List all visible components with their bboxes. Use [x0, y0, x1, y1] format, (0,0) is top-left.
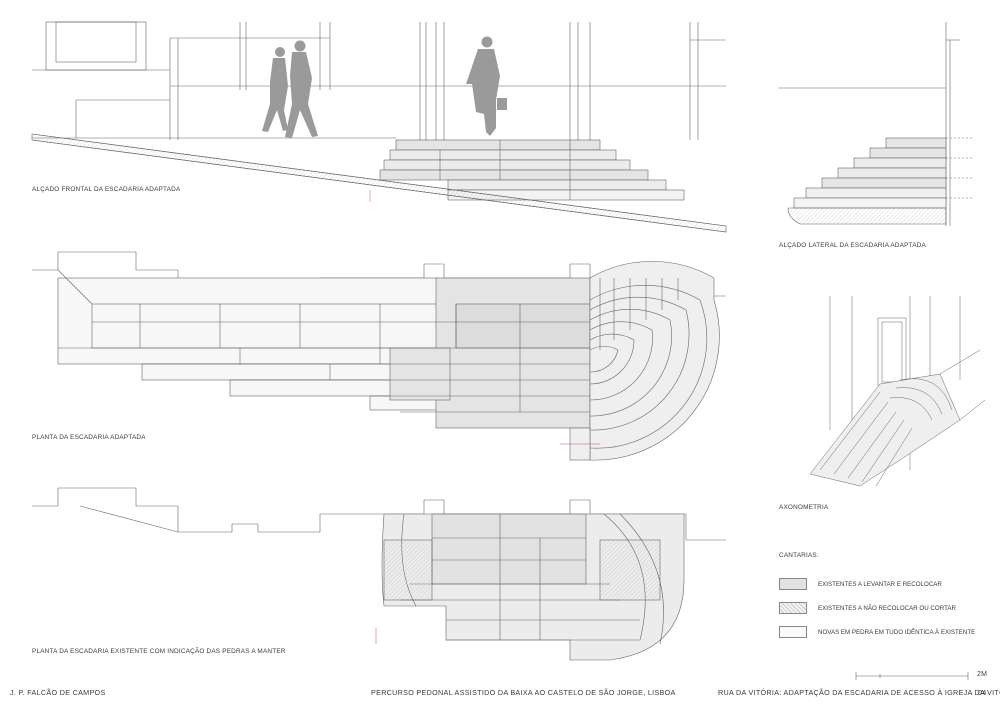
legend-item-label: NOVAS EM PEDRA EM TUDO IDÊNTICA À EXISTE…: [818, 629, 976, 636]
scale-label: 2M: [977, 671, 988, 678]
footer-sheet-title: RUA DA VITÓRIA: ADAPTAÇÃO DA ESCADARIA D…: [718, 688, 1000, 697]
legend-item-label: EXISTENTES A LEVANTAR E RECOLOCAR: [818, 581, 942, 588]
plan-adapted-label: PLANTA DA ESCADARIA ADAPTADA: [32, 434, 146, 441]
plan-adapted-drawing: [32, 251, 726, 461]
footer-project: PERCURSO PEDONAL ASSISTIDO DA BAIXA AO C…: [371, 688, 676, 697]
legend-title: CANTARIAS:: [779, 552, 819, 559]
footer-sheet-number: 04: [978, 688, 987, 697]
side-elevation-label: ALÇADO LATERAL DA ESCADARIA ADAPTADA: [779, 242, 927, 249]
side-elevation-drawing: [778, 22, 972, 226]
human-figures: [262, 36, 507, 138]
front-elevation-label: ALÇADO FRONTAL DA ESCADARIA ADAPTADA: [32, 186, 181, 193]
front-elevation-drawing: [31, 21, 727, 233]
footer-author: J. P. FALCÃO DE CAMPOS: [10, 688, 106, 697]
axonometry-drawing: [809, 296, 986, 487]
legend-swatch: [779, 626, 807, 638]
legend-swatch: [779, 602, 807, 614]
legend-item-label: EXISTENTES A NÃO RECOLOCAR OU CORTAR: [818, 605, 956, 612]
plan-existing-label: PLANTA DA ESCADARIA EXISTENTE COM INDICA…: [32, 648, 286, 655]
plan-existing-drawing: [32, 487, 726, 661]
legend-swatch: [779, 578, 807, 590]
scale-bar: [855, 672, 969, 680]
axonometry-label: AXONOMETRIA: [779, 504, 829, 511]
